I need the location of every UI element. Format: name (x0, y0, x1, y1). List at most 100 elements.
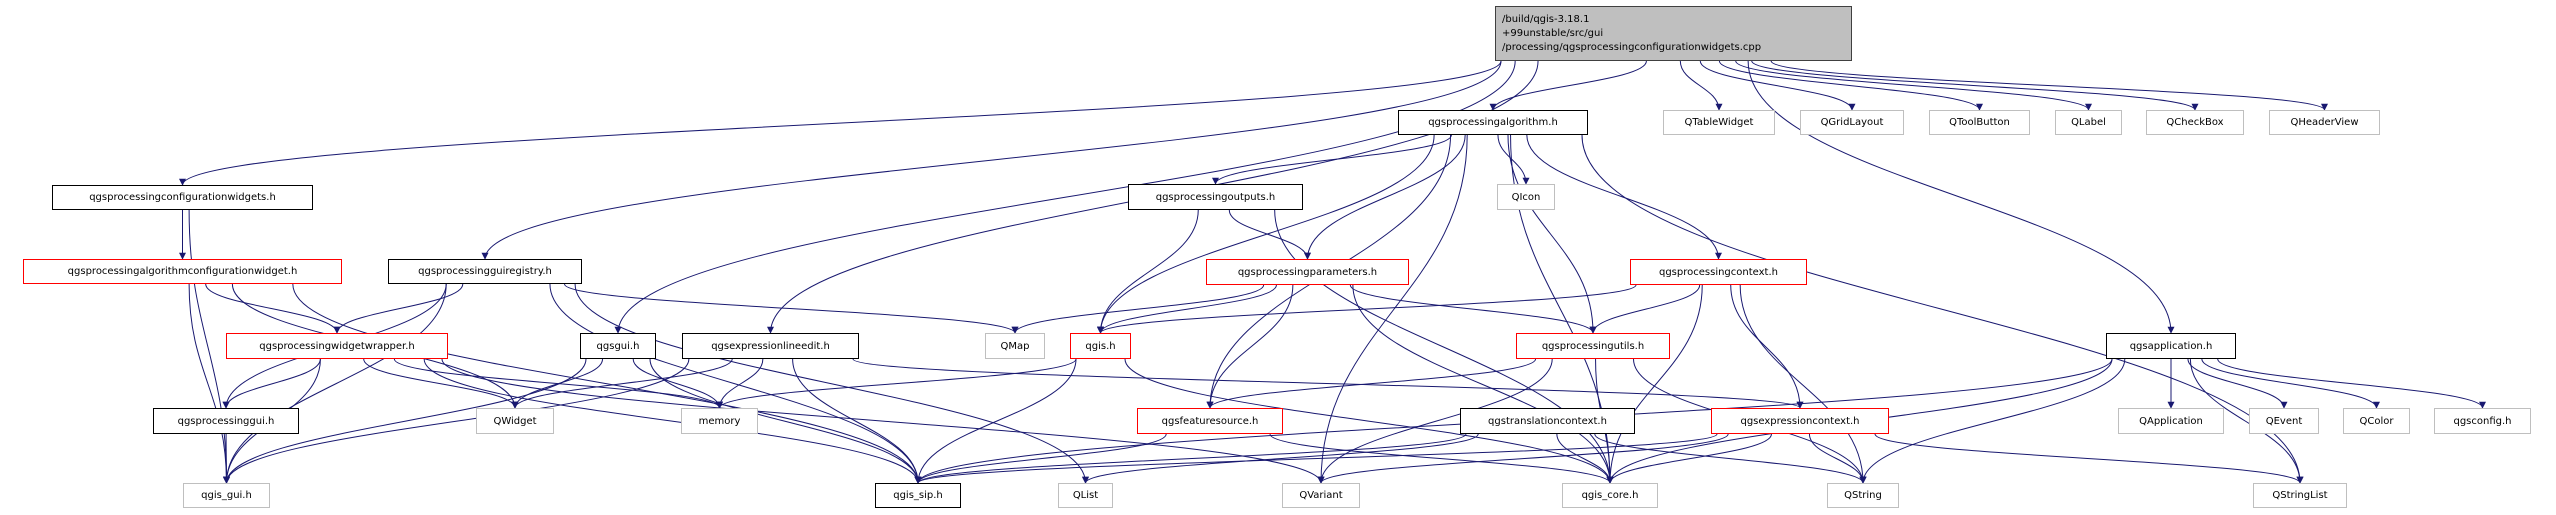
node-qgsprocessingalgorithmconfigurationwidget-h[interactable]: qgsprocessingalgorithmconfigurationwidge… (23, 259, 342, 284)
node-qgsprocessingconfigurationwidgets-h[interactable]: qgsprocessingconfigurationwidgets.h (52, 185, 313, 210)
edge-outputs-to-params (1228, 209, 1311, 260)
edge-qgis-to-qgiscore (1124, 358, 1614, 484)
edge-app-to-qevent (2187, 358, 2288, 409)
edge-exprline-to-qgissip (792, 358, 922, 484)
edge-wrapper-to-qwidget (363, 358, 519, 409)
node-qgsprocessingcontext-h[interactable]: qgsprocessingcontext.h (1630, 259, 1807, 285)
edge-outputs-to-qgis (1097, 209, 1199, 334)
node-qgsprocessingguiregistry-h[interactable]: qgsprocessingguiregistry.h (388, 259, 582, 284)
edge-params-to-featsrc (1206, 284, 1294, 409)
node-qgstranslationcontext-h[interactable]: qgstranslationcontext.h (1460, 408, 1635, 434)
edge-exprline-to-qgisgui (223, 358, 690, 484)
node-label: qgis.h (1085, 340, 1116, 352)
node-label: qgsprocessingoutputs.h (1155, 191, 1276, 203)
node-qlabel: QLabel (2055, 110, 2122, 135)
root-file-node: /build/qgis-3.18.1 +99unstable/src/gui /… (1495, 6, 1852, 61)
edge-exprctx-to-qvariant (1317, 433, 1729, 484)
node-qmap: QMap (985, 333, 1045, 359)
node-qgis-gui-h: qgis_gui.h (183, 483, 270, 508)
edge-root-to-confwidgets (179, 60, 1502, 186)
edge-guireg-to-qgissip (549, 283, 922, 484)
node-label: QGridLayout (1820, 117, 1884, 128)
edge-app-to-qstring (1859, 358, 2126, 484)
edge-guireg-to-qgisgui (223, 283, 447, 484)
edge-context-to-qstring (1739, 284, 1867, 484)
edge-root-to-qtablewidget (1679, 60, 1723, 111)
node-qgsapplication-h[interactable]: qgsapplication.h (2106, 333, 2236, 359)
edge-exprline-to-qwidget (511, 358, 733, 409)
node-label: qgsapplication.h (2129, 340, 2213, 352)
edge-utils-to-featsrc (1206, 358, 1537, 409)
node-label: QIcon (1511, 191, 1541, 203)
node-label: QHeaderView (2290, 117, 2359, 128)
node-qgsprocessingwidgetwrapper-h[interactable]: qgsprocessingwidgetwrapper.h (226, 333, 448, 359)
node-label: QTableWidget (1684, 117, 1754, 128)
edge-algconf-to-wrapper (205, 283, 341, 334)
edge-root-to-qgsgui (614, 60, 1516, 334)
edge-qgsgui-to-memory (632, 358, 723, 409)
node-qtoolbutton: QToolButton (1929, 110, 2030, 135)
node-label: qgsconfig.h (2453, 415, 2512, 427)
node-qgis-core-h: qgis_core.h (1562, 483, 1658, 508)
root-line-2: +99unstable/src/gui (1502, 27, 1604, 39)
root-line-3: /processing/qgsprocessingconfigurationwi… (1502, 41, 1762, 53)
edge-alg-to-params (1304, 134, 1466, 260)
node-qgsfeaturesource-h[interactable]: qgsfeaturesource.h (1137, 408, 1283, 434)
node-label: qgsprocessingguiregistry.h (418, 266, 552, 277)
node-qgsprocessingutils-h[interactable]: qgsprocessingutils.h (1516, 333, 1670, 359)
node-label: qgsprocessingconfigurationwidgets.h (89, 192, 276, 203)
node-qgsprocessinggui-h[interactable]: qgsprocessinggui.h (153, 408, 299, 434)
edge-alg-to-outputs (1212, 134, 1452, 185)
edge-wrapper-to-procgui (222, 358, 321, 409)
edge-exprline-to-exprctx (852, 358, 1804, 409)
node-qgsprocessingparameters-h[interactable]: qgsprocessingparameters.h (1206, 259, 1409, 285)
edge-root-to-alg (1489, 60, 1647, 111)
node-qwidget: QWidget (476, 408, 554, 434)
node-qgsexpressionlineedit-h[interactable]: qgsexpressionlineedit.h (682, 333, 859, 359)
node-label: QApplication (2139, 415, 2203, 427)
node-label: qgsprocessingutils.h (1541, 340, 1645, 352)
node-label: qgsprocessingwidgetwrapper.h (259, 340, 415, 352)
node-qvariant: QVariant (1282, 483, 1360, 508)
edge-guireg-to-wrapper (333, 283, 464, 334)
node-qgsexpressioncontext-h[interactable]: qgsexpressioncontext.h (1711, 408, 1889, 434)
node-qgsconfig-h: qgsconfig.h (2434, 408, 2531, 434)
edge-wrapper-to-memory (393, 358, 723, 409)
node-qgsprocessingoutputs-h[interactable]: qgsprocessingoutputs.h (1128, 184, 1303, 210)
edge-exprctx-to-qstring (1808, 433, 1867, 484)
edge-exprctx-to-qstringlist (1874, 433, 2304, 484)
node-qstringlist: QStringList (2253, 483, 2347, 508)
edge-utils-to-qvariant (1317, 358, 1553, 484)
node-qstring: QString (1827, 483, 1899, 508)
node-label: qgsprocessinggui.h (177, 415, 275, 427)
edge-transl-to-qgiscore (1556, 433, 1614, 484)
edge-alg-to-qicon (1497, 134, 1530, 185)
edge-context-to-exprctx (1730, 284, 1804, 409)
edge-root-to-qgridlayout (1699, 60, 1856, 111)
edge-transl-to-qlist (1082, 433, 1479, 484)
node-label: memory (698, 415, 741, 427)
node-label: qgstranslationcontext.h (1488, 415, 1607, 427)
node-label: QWidget (493, 415, 537, 427)
node-qgsprocessingalgorithm-h[interactable]: qgsprocessingalgorithm.h (1398, 110, 1588, 135)
node-label: qgis_gui.h (201, 490, 252, 501)
node-qgis-sip-h[interactable]: qgis_sip.h (875, 483, 961, 508)
node-label: qgis_sip.h (893, 490, 943, 501)
edge-qgsgui-to-qgissip (649, 358, 922, 484)
node-label: QList (1072, 490, 1099, 501)
node-qicon: QIcon (1497, 184, 1555, 210)
node-qapplication: QApplication (2118, 408, 2224, 434)
node-label: QMap (1000, 340, 1030, 352)
edge-algconf-to-qgissip (292, 283, 922, 484)
node-qgridlayout: QGridLayout (1800, 110, 1904, 135)
node-label: qgsgui.h (596, 340, 640, 352)
node-memory: memory (681, 408, 758, 434)
node-label: QToolButton (1949, 117, 2010, 128)
node-label: QVariant (1299, 490, 1343, 501)
node-qgsgui-h[interactable]: qgsgui.h (580, 333, 656, 359)
edge-app-to-qcolor (2201, 358, 2380, 409)
node-qgis-h[interactable]: qgis.h (1070, 333, 1131, 359)
edge-params-to-qgis (1097, 284, 1277, 334)
node-label: QStringList (2272, 490, 2328, 501)
